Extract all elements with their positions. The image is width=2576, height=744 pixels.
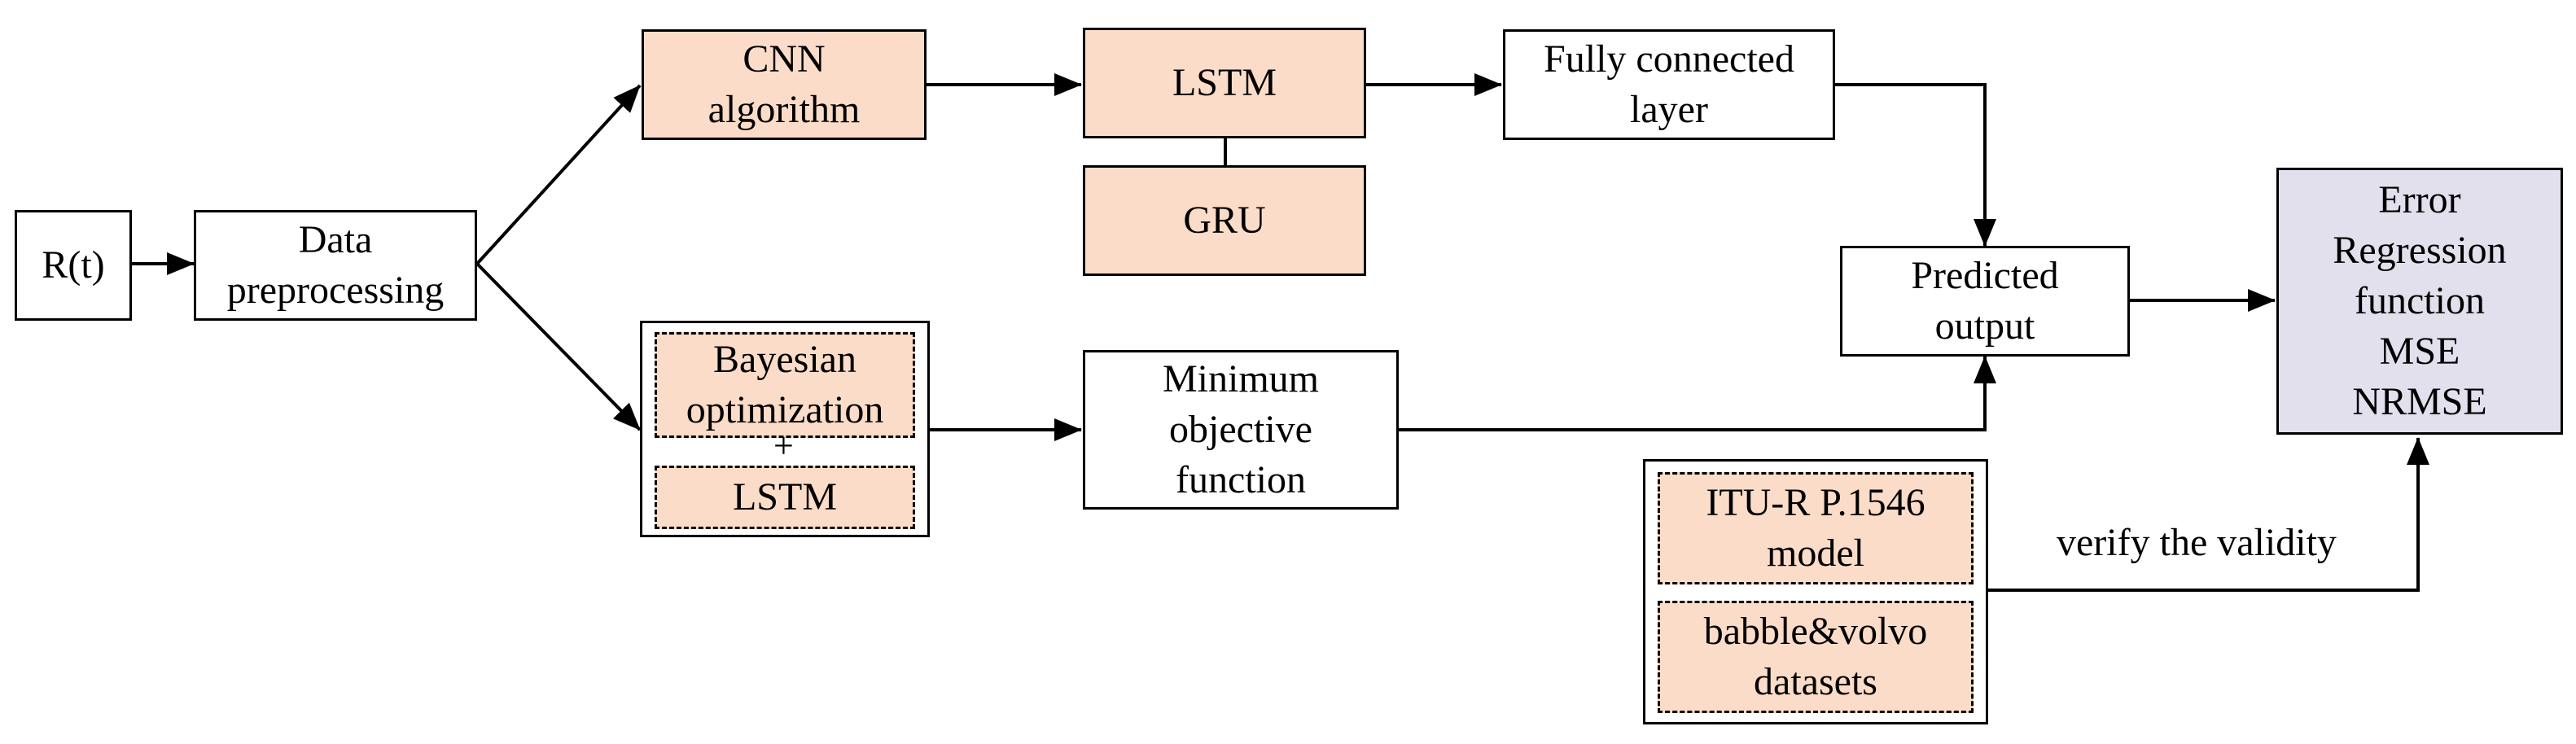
node-babble-volvo-datasets: babble&volvo datasets: [1658, 601, 1974, 713]
node-error-regression: Error Regression function MSE NRMSE: [2276, 168, 2563, 435]
edge-fully-connected-to-predicted: [1835, 83, 1996, 247]
node-data-preprocessing: Data preprocessing: [194, 210, 477, 321]
node-lstm-bottom-label: LSTM: [732, 475, 837, 519]
node-bayesian-optimization: Bayesian optimization: [655, 332, 915, 438]
node-fully-connected-layer-label: Fully connected layer: [1544, 37, 1794, 131]
node-gru-label: GRU: [1183, 199, 1266, 242]
node-minimum-objective-function-label: Minimum objective function: [1162, 357, 1320, 501]
node-gru: GRU: [1083, 165, 1366, 276]
node-itu-model: ITU-R P.1546 model: [1658, 472, 1974, 584]
edge-minimum-to-predicted: [1399, 356, 1996, 431]
plus-sign: +: [773, 426, 794, 466]
node-r-t: R(t): [15, 210, 132, 321]
node-data-preprocessing-label: Data preprocessing: [226, 218, 445, 312]
node-lstm-top: LSTM: [1083, 28, 1366, 138]
edge-label-verify-validity: verify the validity: [2057, 521, 2337, 564]
edge-preprocessing-to-bayesian: [475, 262, 642, 431]
node-bayesian-optimization-label: Bayesian optimization: [686, 338, 884, 431]
node-minimum-objective-function: Minimum objective function: [1083, 350, 1399, 510]
node-error-regression-label: Error Regression function MSE NRMSE: [2333, 178, 2507, 423]
node-babble-volvo-datasets-label: babble&volvo datasets: [1703, 610, 1928, 703]
node-cnn-algorithm: CNN algorithm: [642, 29, 927, 140]
node-r-t-label: R(t): [42, 243, 105, 287]
node-fully-connected-layer: Fully connected layer: [1503, 29, 1835, 140]
node-predicted-output-label: Predicted output: [1911, 254, 2059, 348]
node-predicted-output: Predicted output: [1840, 246, 2130, 357]
edge-datasets-to-error: [1982, 437, 2429, 592]
node-itu-model-label: ITU-R P.1546 model: [1706, 481, 1925, 575]
edge-preprocessing-to-cnn: [475, 84, 642, 265]
node-lstm-bottom: LSTM: [655, 466, 915, 529]
node-cnn-algorithm-label: CNN algorithm: [708, 37, 861, 131]
node-lstm-top-label: LSTM: [1172, 61, 1277, 104]
